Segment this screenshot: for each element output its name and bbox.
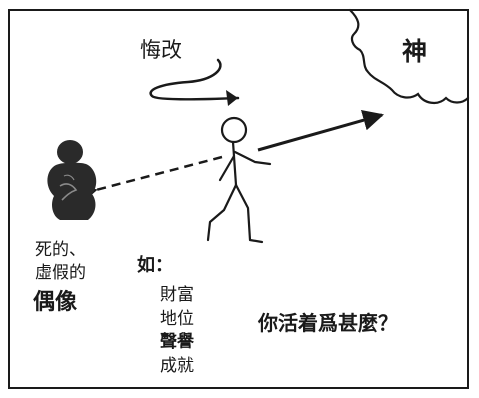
idol-statue-icon [47,140,97,220]
list-item: 成就 [160,355,194,376]
stick-figure-icon [206,116,272,244]
god-label: 神 [402,37,428,66]
cloud-icon [348,8,470,104]
u-turn-arrow-icon [149,58,240,101]
idol-examples-list: 財富 地位 聲譽 成就 [160,284,194,378]
question-text: 你活着爲甚麼？ [258,311,398,335]
such-as-label: 如： [137,255,173,276]
list-item: 地位 [160,308,194,329]
diagram-frame [8,9,469,389]
idol-title: 偶像 [33,290,78,315]
solid-arrow-icon [257,110,385,152]
list-item: 聲譽 [160,332,194,352]
list-item: 財富 [160,285,194,305]
repent-label: 悔改 [140,38,182,62]
idol-caption-line2: 虛假的 [35,263,86,283]
idol-caption-line1: 死的、 [35,240,86,260]
dashed-arrow-icon [78,155,223,203]
